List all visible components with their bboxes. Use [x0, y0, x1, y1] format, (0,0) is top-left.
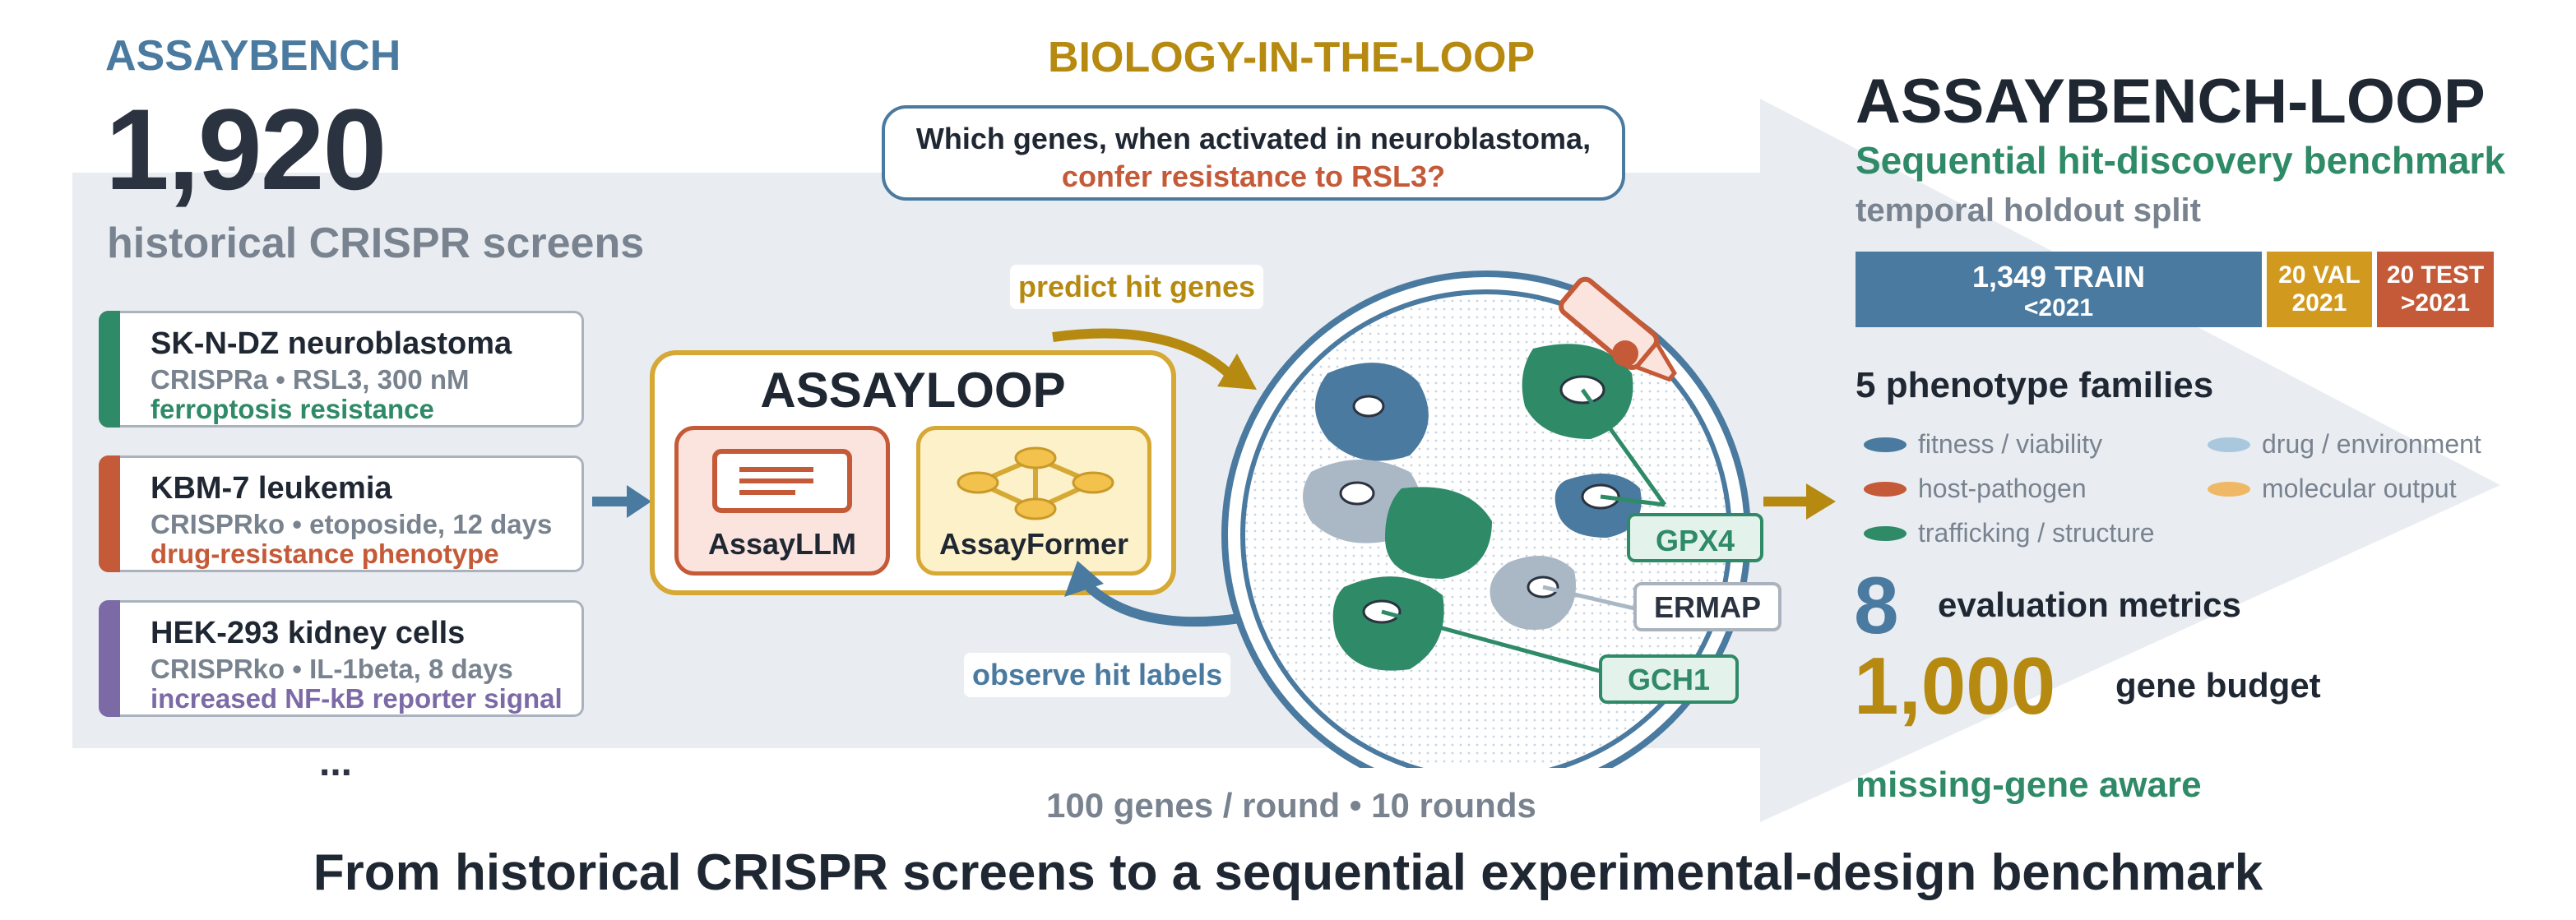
dish-to-benchmark-arrow: [1763, 483, 1836, 520]
more-screens-ellipsis: ...: [319, 741, 353, 784]
metrics-label: evaluation metrics: [1938, 585, 2241, 624]
document-icon: [712, 449, 852, 513]
card-title: KBM-7 leukemia: [151, 471, 392, 506]
screen-card-2: KBM-7 leukemia CRISPRko • etoposide, 12 …: [99, 455, 584, 572]
split-segment-test: 20 TEST >2021: [2377, 252, 2494, 327]
legend-label: drug / environment: [2262, 429, 2481, 459]
cell: [1385, 487, 1492, 579]
legend-label: molecular output: [2262, 474, 2457, 503]
metrics-number: 8: [1854, 560, 1899, 650]
screens-subtitle: historical CRISPR screens: [107, 220, 645, 267]
assaybench-loop-heading: ASSAYBENCH-LOOP: [1856, 67, 2486, 136]
card-detail: CRISPRa • RSL3, 300 nM: [151, 364, 470, 395]
gene-label-gpx4: GPX4: [1627, 513, 1763, 562]
rounds-info: 100 genes / round • 10 rounds: [1046, 786, 1536, 825]
legend-label: host-pathogen: [1918, 474, 2087, 503]
card-detail: CRISPRko • IL-1beta, 8 days: [151, 654, 513, 684]
card-phenotype: ferroptosis resistance: [151, 394, 434, 424]
split-train-line2: <2021: [2023, 294, 2094, 321]
cards-to-loop-arrow: [592, 485, 651, 518]
screen-count: 1,920: [105, 85, 387, 214]
families-heading: 5 phenotype families: [1856, 365, 2214, 405]
assayloop-box: ASSAYLOOP AssayLLM AssayFormer: [650, 350, 1176, 595]
assayformer-label: AssayFormer: [938, 527, 1129, 561]
split-train-line1: 1,349 TRAIN: [1971, 260, 2146, 294]
question-line-2: confer resistance to RSL3?: [1061, 159, 1446, 193]
assaybench-heading: ASSAYBENCH: [105, 32, 401, 80]
legend-label: fitness / viability: [1918, 429, 2103, 459]
legend-swatch: [2208, 437, 2250, 452]
legend-swatch: [2208, 482, 2250, 497]
question-line-1: Which genes, when activated in neuroblas…: [915, 122, 1591, 155]
budget-label: gene budget: [2115, 666, 2321, 705]
budget-number: 1,000: [1854, 640, 2056, 731]
split-label: temporal holdout split: [1856, 192, 2201, 229]
graph-network-icon: [957, 446, 1114, 520]
legend-label: trafficking / structure: [1918, 518, 2155, 548]
observe-hit-labels-label: observe hit labels: [964, 653, 1231, 697]
benchmark-subheading: Sequential hit-discovery benchmark: [1856, 139, 2505, 182]
card-title: HEK-293 kidney cells: [151, 616, 466, 650]
predict-hit-genes-label: predict hit genes: [1010, 265, 1264, 309]
cell: [1332, 576, 1444, 671]
card-accent-bar: [99, 455, 120, 572]
assayformer-module: AssayFormer: [916, 426, 1151, 576]
loop-arrows: [1052, 328, 1257, 627]
gene-label-ermap: ERMAP: [1633, 582, 1781, 631]
split-val-line2: 2021: [2291, 289, 2347, 317]
biology-loop-heading: BIOLOGY-IN-THE-LOOP: [1048, 34, 1536, 81]
screen-card-3: HEK-293 kidney cells CRISPRko • IL-1beta…: [99, 600, 584, 717]
card-phenotype: increased NF-kB reporter signal: [151, 683, 563, 714]
card-title: SK-N-DZ neuroblastoma: [151, 326, 512, 361]
legend-swatch: [1864, 482, 1907, 497]
card-phenotype: drug-resistance phenotype: [151, 539, 499, 569]
legend-swatch: [1864, 437, 1907, 452]
question-box: Which genes, when activated in neuroblas…: [882, 105, 1625, 201]
split-segment-val: 20 VAL 2021: [2267, 252, 2372, 327]
assayllm-module: AssayLLM: [674, 426, 890, 576]
card-detail: CRISPRko • etoposide, 12 days: [151, 509, 553, 539]
assayloop-title: ASSAYLOOP: [760, 363, 1066, 418]
petri-dish: [1221, 270, 1751, 768]
card-accent-bar: [99, 311, 120, 428]
split-bar: 1,349 TRAIN <2021 20 VAL 2021 20 TEST >2…: [1856, 252, 2495, 327]
footer-caption: From historical CRISPR screens to a sequ…: [313, 844, 2263, 901]
gene-label-gch1: GCH1: [1599, 654, 1739, 704]
split-test-line1: 20 TEST: [2386, 261, 2485, 289]
split-val-line1: 20 VAL: [2278, 261, 2361, 289]
split-segment-train: 1,349 TRAIN <2021: [1856, 252, 2262, 327]
split-test-line2: >2021: [2400, 289, 2471, 317]
card-accent-bar: [99, 600, 120, 717]
legend-swatch: [1864, 526, 1907, 541]
assayllm-label: AssayLLM: [707, 527, 857, 561]
screen-card-1: SK-N-DZ neuroblastoma CRISPRa • RSL3, 30…: [99, 311, 584, 428]
missing-gene-aware: missing-gene aware: [1856, 765, 2202, 805]
